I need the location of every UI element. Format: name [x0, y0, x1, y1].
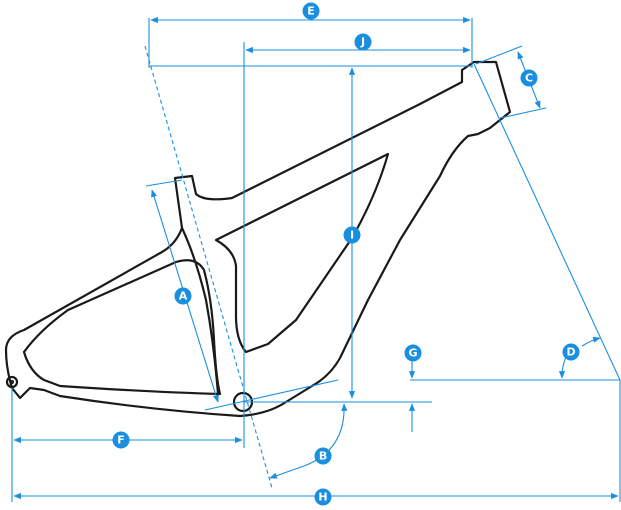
badge-h: H — [314, 488, 332, 506]
badge-c-text: C — [525, 72, 533, 85]
badge-d-text: D — [566, 346, 575, 359]
head-tube-axis — [473, 63, 621, 381]
bike-frame — [4, 60, 512, 418]
badge-i-text: I — [350, 229, 354, 242]
badge-h-text: H — [318, 491, 327, 504]
dim-d-arc-end — [581, 336, 601, 347]
badge-a-text: A — [179, 290, 188, 303]
badges: E J C I A G D B F H — [112, 2, 580, 506]
rear-triangle-window — [22, 259, 222, 396]
badge-g-text: G — [408, 347, 417, 360]
badge-b-text: B — [319, 450, 327, 463]
reference-lines — [11, 18, 621, 502]
badge-e-text: E — [307, 5, 315, 18]
badge-e: E — [302, 2, 320, 20]
badge-a: A — [174, 287, 192, 305]
rear-axle-dropout — [5, 375, 19, 389]
badge-f-text: F — [117, 434, 125, 447]
frame-outer-outline — [4, 60, 512, 418]
badge-g: G — [404, 344, 422, 362]
c-bottom-extension — [499, 107, 547, 119]
bb-angle-line — [204, 379, 339, 411]
rear-axle-center — [10, 380, 14, 384]
dimension-arrows — [13, 16, 619, 500]
badge-d: D — [562, 343, 580, 361]
badge-j-text: J — [360, 36, 365, 49]
badge-j: J — [354, 33, 372, 51]
badge-b: B — [314, 447, 332, 465]
c-top-extension — [475, 45, 523, 65]
dim-b-arc — [269, 403, 348, 479]
badge-i: I — [343, 226, 361, 244]
a-top-tick — [145, 179, 183, 187]
badge-c: C — [520, 69, 538, 87]
badge-f: F — [112, 431, 130, 449]
front-triangle-window — [214, 152, 390, 354]
